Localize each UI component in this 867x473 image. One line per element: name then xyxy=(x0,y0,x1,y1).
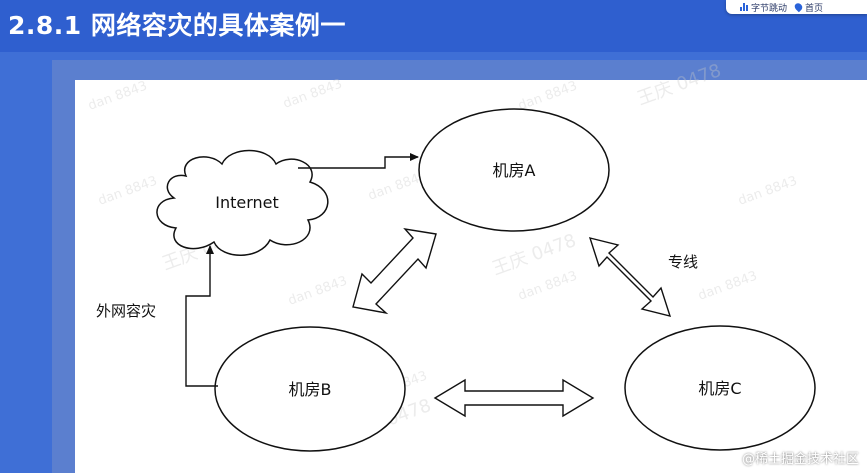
internet-cloud: Internet xyxy=(156,149,329,256)
double-arrow-a-c xyxy=(588,237,672,317)
watermark-text: dan 8843 xyxy=(286,274,349,309)
toolbar-item-label: 首页 xyxy=(805,2,824,13)
watermark-text: dan 8843 xyxy=(86,79,149,114)
external-dr-label: 外网容灾 xyxy=(96,302,156,320)
room-c-node: 机房C xyxy=(624,325,816,451)
watermark-text: 王庆 0478 xyxy=(635,60,724,110)
watermark-text: dan 8843 xyxy=(516,269,579,304)
watermark-text: dan 8843 xyxy=(96,174,159,209)
room-c-label: 机房C xyxy=(698,379,741,398)
dedicated-line-label: 专线 xyxy=(668,253,698,271)
internet-label: Internet xyxy=(215,193,279,212)
watermark-text: dan 8843 xyxy=(516,79,579,114)
toolbar-item-home[interactable]: 首页 xyxy=(793,1,824,14)
watermark-text: dan 8843 xyxy=(696,269,759,304)
top-toolbar[interactable]: 字节跳动 首页 xyxy=(726,0,867,14)
room-b-label: 机房B xyxy=(289,380,332,399)
room-b-to-internet-connector xyxy=(185,245,218,387)
double-arrow-b-c xyxy=(433,378,595,418)
toolbar-item-bytedance[interactable]: 字节跳动 xyxy=(740,1,787,14)
site-watermark: @稀土掘金技术社区 xyxy=(741,452,859,467)
room-a-node: 机房A xyxy=(418,108,610,232)
room-a-label: 机房A xyxy=(493,161,536,180)
bars-icon xyxy=(740,3,748,11)
slide-header xyxy=(0,0,867,52)
slide-title: 2.8.1 网络容灾的具体案例一 xyxy=(8,11,346,40)
toolbar-item-label: 字节跳动 xyxy=(751,2,788,13)
room-b-node: 机房B xyxy=(214,326,406,452)
internet-to-room-a-connector xyxy=(298,153,419,169)
double-arrow-a-b xyxy=(352,227,437,315)
watermark-text: dan 8843 xyxy=(281,77,344,112)
watermark-text: dan 8843 xyxy=(736,174,799,209)
